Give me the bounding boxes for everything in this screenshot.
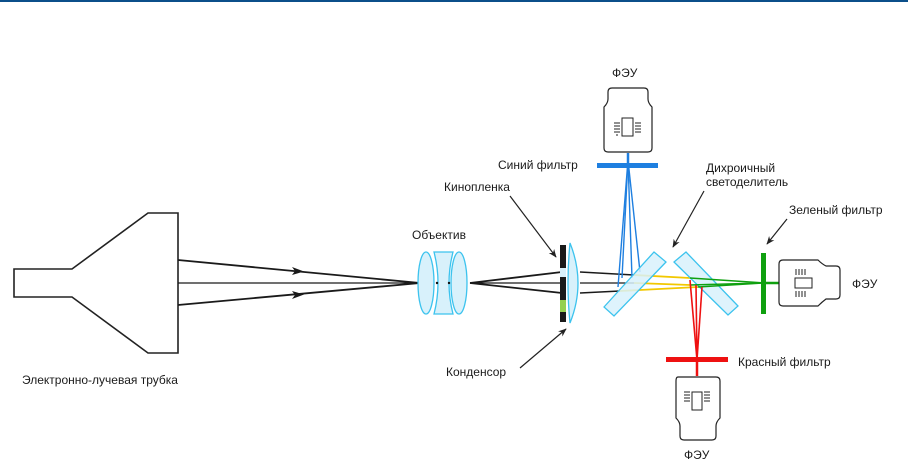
pmt-bottom [675, 376, 721, 441]
crt-label: Электронно-лучевая трубка [22, 373, 178, 387]
beam-arrow-icon [292, 291, 304, 299]
red-filter-label: Красный фильтр [738, 355, 831, 369]
pmt-right-label: ФЭУ [852, 277, 878, 291]
green-filter-label: Зеленый фильтр [789, 203, 883, 217]
dichroic-label-line1: Дихроичный [706, 161, 775, 175]
green-filter-leader-arrow-icon [766, 218, 788, 245]
blue-rays [617, 153, 641, 288]
condenser-lens [567, 242, 579, 324]
film-label: Кинопленка [444, 180, 510, 194]
beam-arrow-icon [292, 267, 304, 275]
film-strip [560, 245, 566, 322]
dichroic-label-line2: светоделитель [706, 175, 788, 189]
red-filter [666, 357, 728, 362]
pmt-right [778, 259, 841, 307]
film-leader-arrow-icon [509, 195, 557, 258]
header-accent-bar [0, 0, 908, 2]
blue-filter-label: Синий фильтр [498, 158, 578, 172]
objective-lens [417, 251, 468, 315]
leader-lines [509, 190, 788, 369]
pmt-top-label: ФЭУ [612, 66, 638, 80]
pmt-top [603, 87, 653, 153]
condenser-leader-arrow-icon [519, 328, 567, 369]
green-rays [689, 277, 781, 288]
pmt-bottom-label: ФЭУ [684, 448, 710, 462]
blue-filter [597, 163, 658, 168]
dichroic-leader-arrow-icon [672, 190, 705, 248]
condenser-label: Конденсор [446, 365, 506, 379]
dichroic-beam-splitter [603, 251, 739, 317]
red-rays [689, 279, 703, 376]
green-filter [761, 253, 766, 314]
crt-tube [13, 212, 179, 354]
objective-label: Объектив [412, 228, 466, 242]
